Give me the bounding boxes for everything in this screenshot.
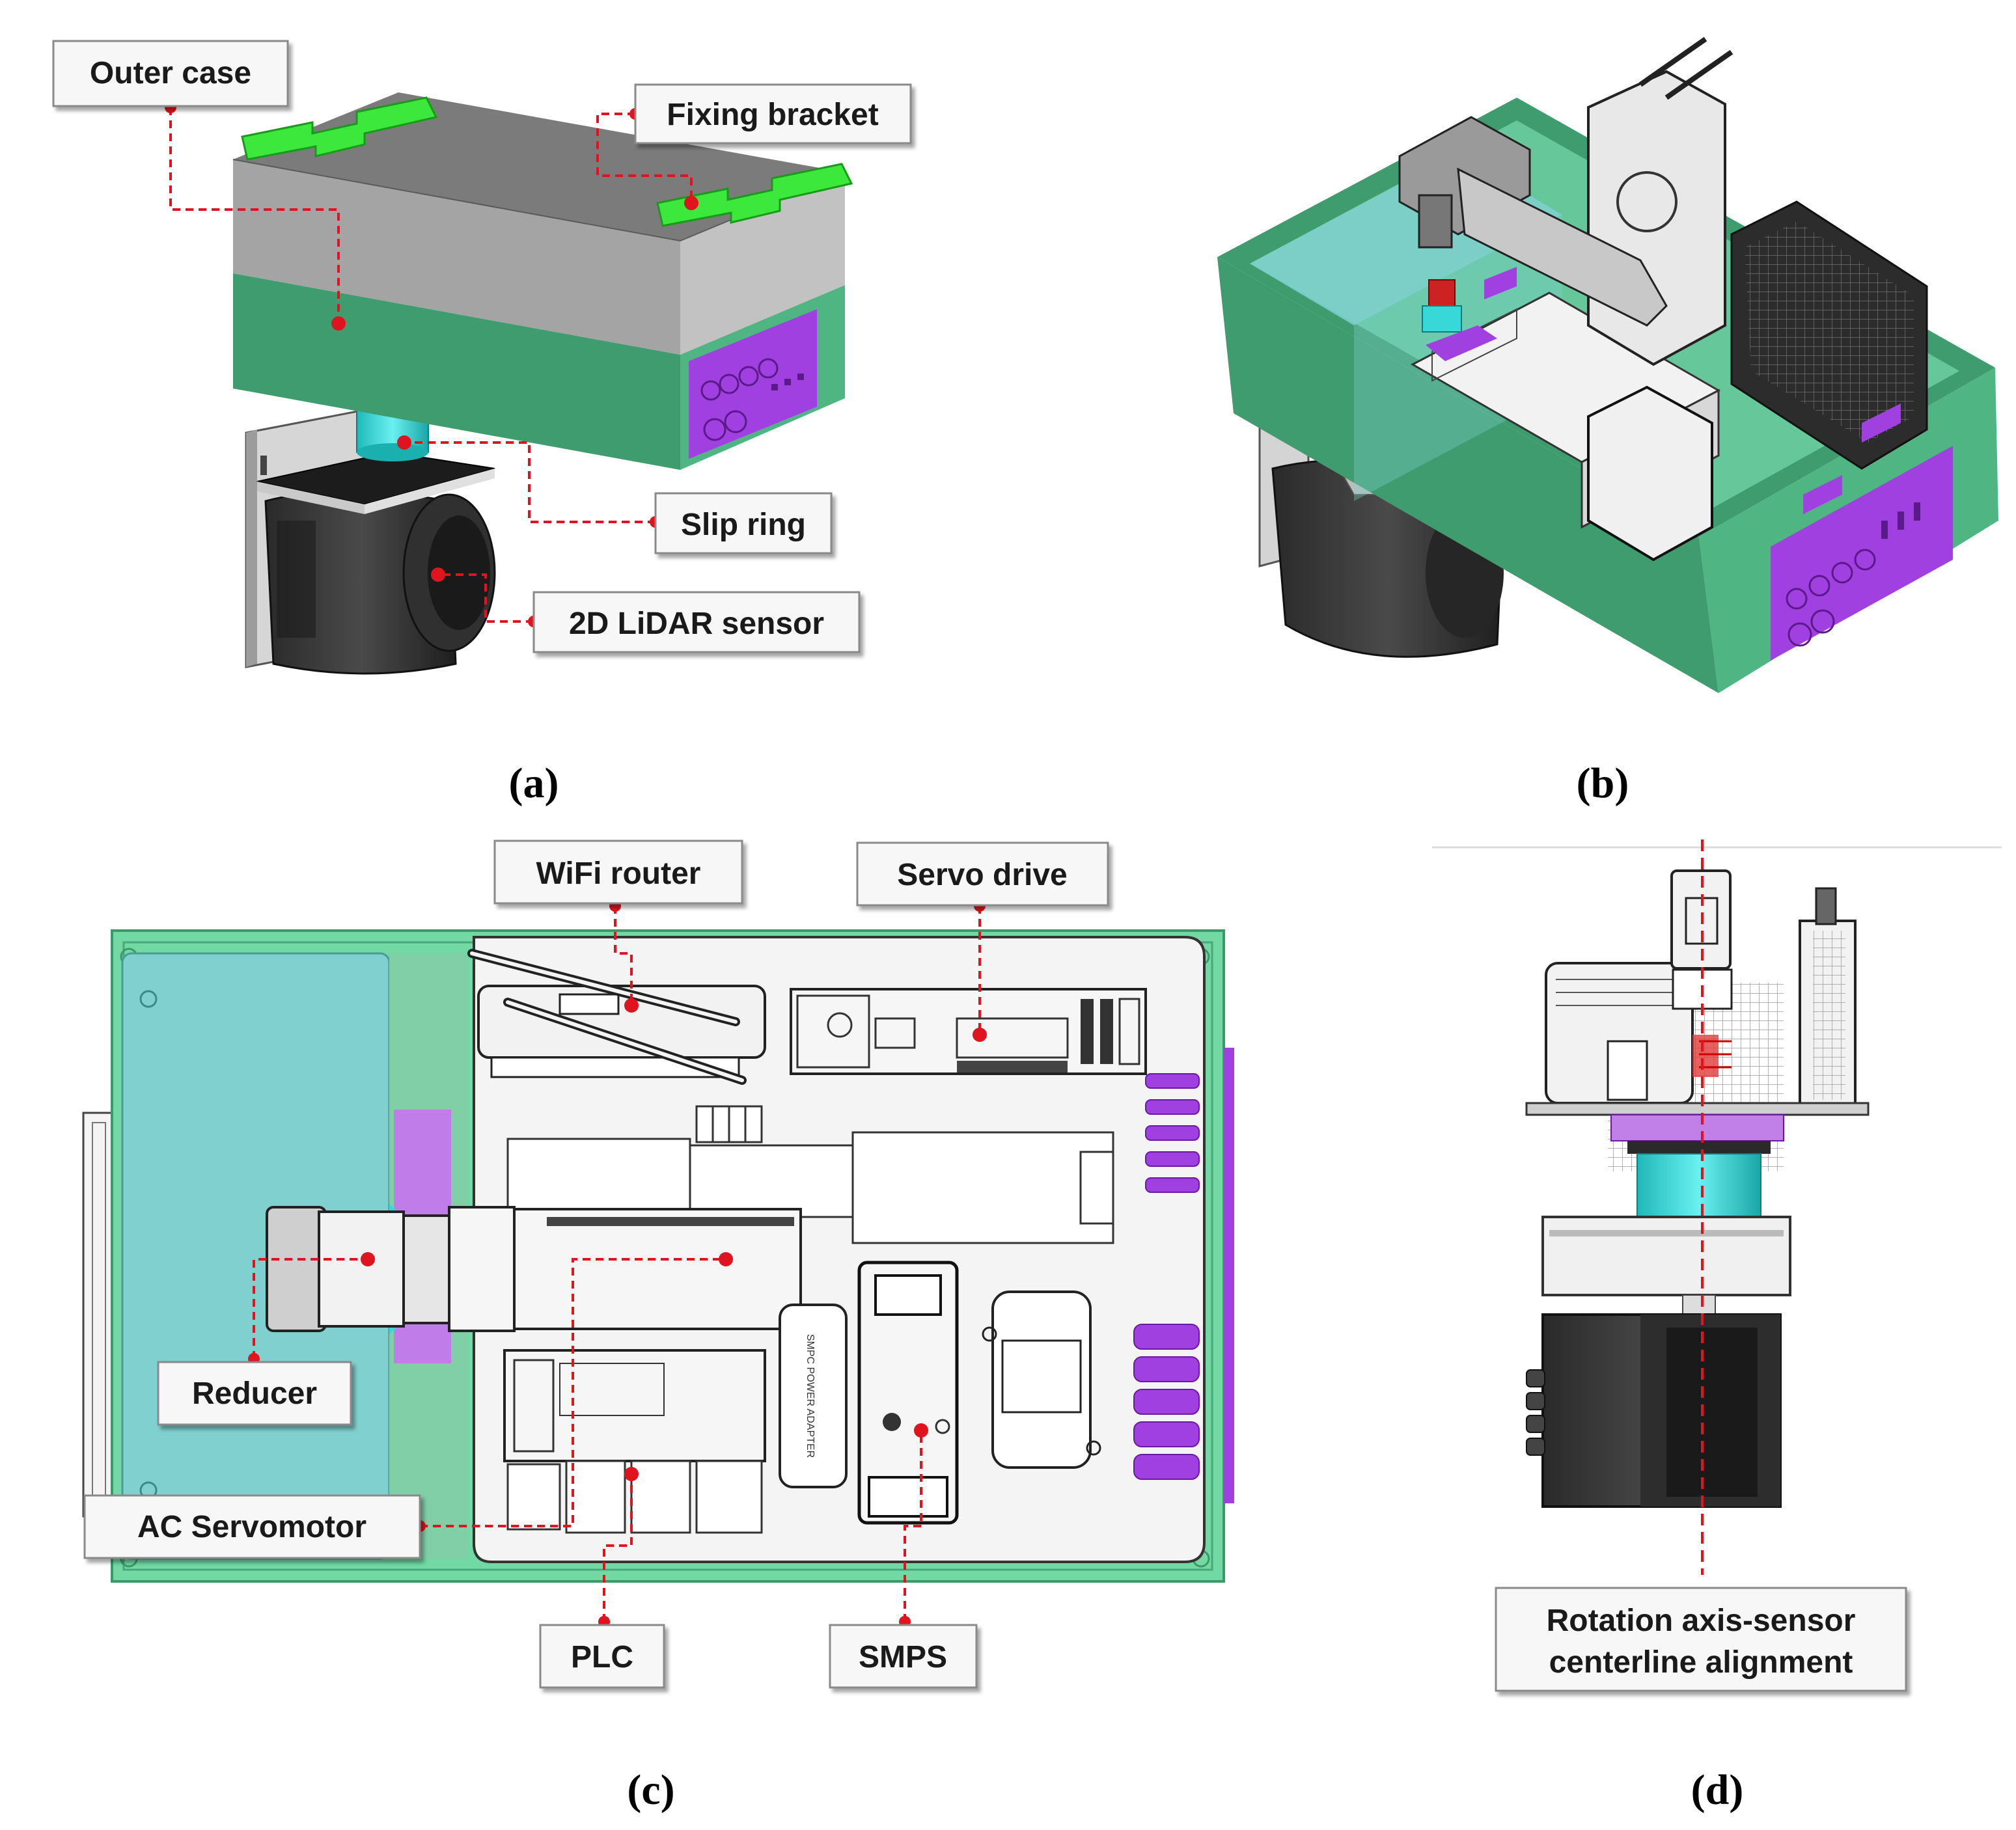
smps-leader <box>904 1430 922 1622</box>
servo-drive-box <box>856 841 1109 907</box>
slip-ring-label: Slip ring <box>681 508 806 542</box>
alignment-label-line1: Rotation axis-sensor <box>1547 1604 1856 1638</box>
port-panel <box>689 309 817 459</box>
side-bracket <box>82 1112 116 1518</box>
fixing-bracket-target-dot <box>684 196 698 210</box>
plc-label: PLC <box>571 1640 633 1674</box>
fixing-bracket-left <box>241 96 438 161</box>
reducer-leader <box>253 1258 368 1359</box>
top-left-component <box>1545 962 1694 1104</box>
smps-box <box>829 1624 978 1689</box>
lidar-target-dot <box>431 567 445 582</box>
wifi-router-label: WiFi router <box>536 856 701 891</box>
internal-components-b <box>1398 36 1928 562</box>
panel-d: Rotation axis-sensor centerline alignmen… <box>1432 840 2002 1814</box>
connectors-right <box>1133 1048 1234 1503</box>
smps-adapter-label: SMPC POWER ADAPTER <box>805 1334 816 1458</box>
outer-case-target-dot <box>331 316 346 331</box>
reducer-label: Reducer <box>192 1376 317 1411</box>
lower-bracket-d <box>1541 1216 1791 1318</box>
port-panel-b <box>1771 446 1953 661</box>
smps-label: SMPS <box>859 1640 947 1674</box>
ac-servomotor-label: AC Servomotor <box>137 1510 366 1544</box>
reducer-box <box>157 1361 352 1426</box>
panel-a: Outer case Fixing bracket Slip ring 2D L… <box>52 40 912 807</box>
panel-c: SMPC POWER ADAPTER <box>82 840 1234 1814</box>
caption-a: (a) <box>509 759 559 807</box>
wifi-router <box>467 949 766 1085</box>
ac-servomotor-leader <box>420 1258 726 1527</box>
wifi-router-box <box>493 840 743 905</box>
fixing-bracket-box <box>634 83 912 144</box>
ac-servomotor <box>266 1206 802 1332</box>
alignment-box <box>1495 1587 1907 1692</box>
ac-servomotor-box <box>83 1494 421 1559</box>
lidar-sensor-d <box>1526 1313 1782 1508</box>
servo-drive-target-dot <box>973 1028 987 1042</box>
fixing-bracket-right <box>656 163 853 227</box>
lidar-sensor <box>264 490 496 675</box>
top-right-component <box>1799 887 1857 1111</box>
outer-case-label: Outer case <box>90 56 251 90</box>
plc <box>503 1349 766 1534</box>
caption-b: (b) <box>1577 759 1629 807</box>
slip-ring-leader <box>404 441 656 523</box>
smps-target-dot <box>914 1423 928 1438</box>
caption-d: (d) <box>1691 1766 1744 1814</box>
panel-b: (b) <box>1217 36 1998 807</box>
outer-case-leader <box>169 107 340 323</box>
plc-box <box>539 1624 665 1689</box>
wifi-router-target-dot <box>624 998 639 1013</box>
fixing-bracket-label: Fixing bracket <box>667 98 878 132</box>
alignment-label-line2: centerline alignment <box>1549 1645 1853 1680</box>
servo-drive-label: Servo drive <box>897 858 1067 892</box>
red-wiring <box>1692 1035 1732 1077</box>
fixing-bracket-leader <box>596 113 693 203</box>
mount-plate-d <box>1525 1102 1870 1116</box>
plc-target-dot <box>624 1467 639 1481</box>
right-module <box>982 1291 1101 1469</box>
smps-adapter: SMPC POWER ADAPTER <box>779 1304 848 1488</box>
mount-plate <box>256 451 495 514</box>
purple-base-d <box>1610 1114 1784 1141</box>
lidar-leader <box>438 573 534 623</box>
servo-drive <box>790 988 1147 1075</box>
smps <box>857 1261 959 1525</box>
caption-c: (c) <box>627 1766 674 1814</box>
wifi-router-leader <box>614 906 633 1005</box>
lidar-label: 2D LiDAR sensor <box>569 607 824 641</box>
reducer-target-dot <box>361 1252 375 1266</box>
terminal-block <box>695 1105 763 1143</box>
outer-case-box <box>52 40 289 107</box>
ac-servomotor-target-dot <box>719 1252 733 1266</box>
slip-ring-box <box>654 492 833 554</box>
slip-ring-target-dot <box>397 435 411 450</box>
lidar-box <box>532 591 861 653</box>
